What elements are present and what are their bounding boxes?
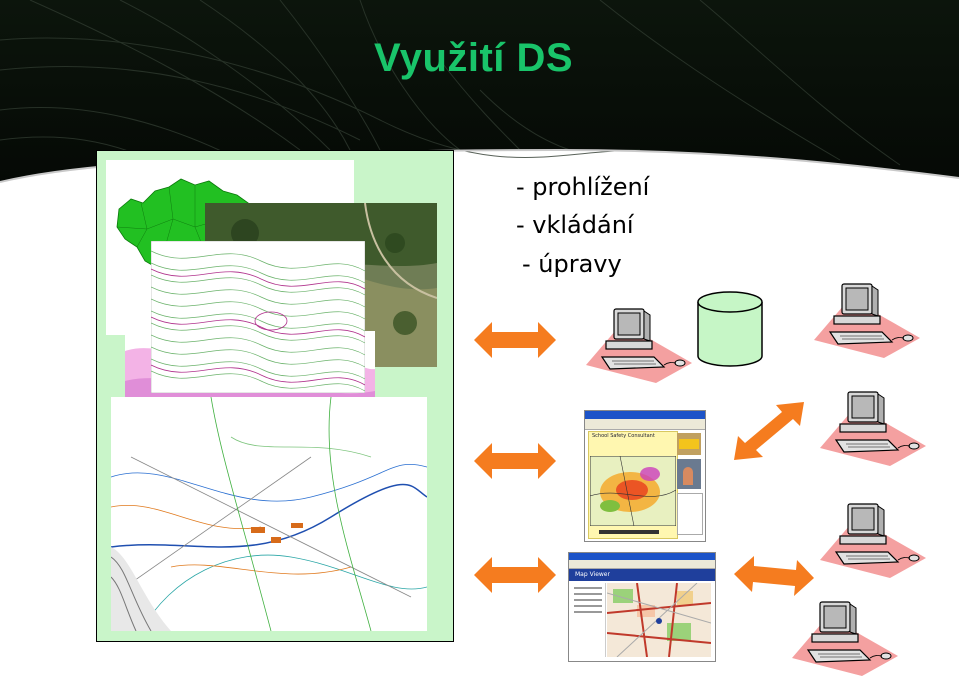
computer-icon-user-2	[820, 391, 926, 466]
window-titlebar	[569, 553, 715, 560]
double-arrow-2	[474, 443, 556, 479]
cadastral-map	[111, 397, 427, 631]
computer-icon-user-3	[820, 503, 926, 578]
webapp-screenshot-safety: School Safety Consultant	[584, 410, 706, 542]
children-photo	[677, 459, 701, 489]
window-toolbar	[585, 419, 705, 430]
webapp-screenshot-mapviewer: Map Viewer	[568, 552, 716, 662]
computer-icon-client	[586, 308, 692, 383]
computer-icon-user-4	[792, 601, 898, 676]
app-header-title: School Safety Consultant	[592, 433, 655, 439]
window-toolbar	[569, 560, 715, 569]
contour-map	[151, 241, 365, 393]
double-arrow-4	[734, 556, 814, 596]
heatmap-map	[590, 456, 676, 526]
side-legend	[677, 493, 703, 535]
computer-icon-user-1	[814, 283, 920, 358]
map-collage	[96, 150, 454, 642]
school-bus-photo	[677, 433, 701, 455]
app-panel: School Safety Consultant	[588, 431, 678, 539]
layer-list	[571, 583, 606, 657]
window-titlebar	[585, 411, 705, 419]
diagonal-double-arrow	[734, 402, 804, 460]
street-map	[607, 583, 711, 657]
double-arrow-1	[474, 322, 556, 358]
map-scale-bar	[599, 530, 659, 534]
double-arrow-3	[474, 557, 556, 593]
database-icon	[697, 291, 763, 367]
bullet-inserting: - vkládání	[516, 211, 634, 239]
slide-title: Využití DS	[374, 36, 574, 80]
bullet-browsing: - prohlížení	[516, 173, 650, 201]
bullet-editing: - úpravy	[522, 250, 622, 278]
mapviewer-header: Map Viewer	[569, 569, 715, 581]
